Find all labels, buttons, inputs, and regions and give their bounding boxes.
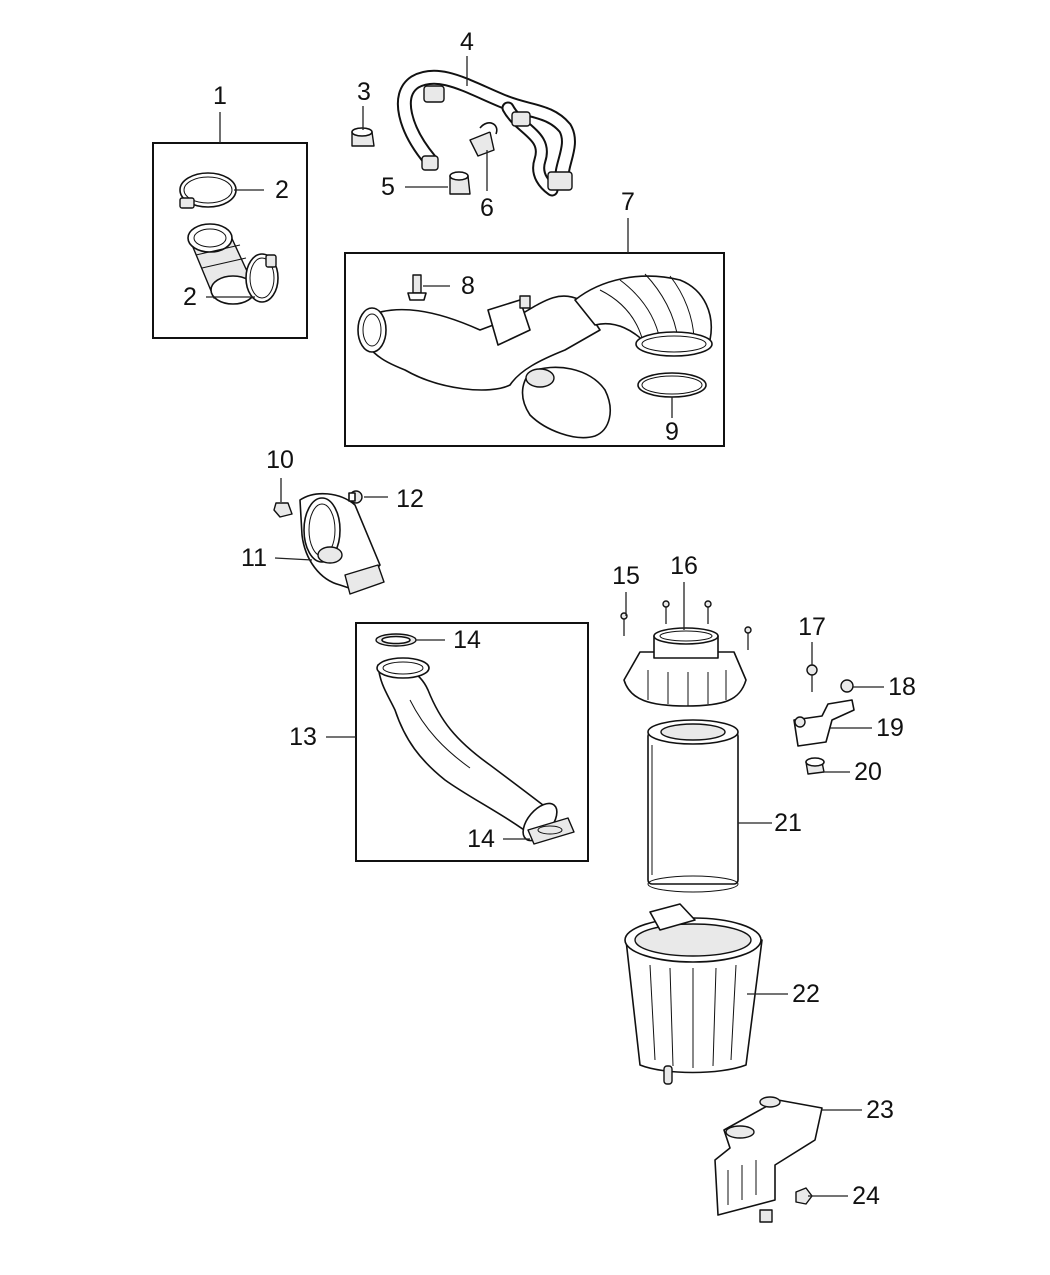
callout-16: 16 [670, 552, 698, 580]
part-2-clamp-upper [179, 172, 237, 209]
part-15-screws [620, 600, 752, 650]
callout-1: 1 [213, 82, 227, 110]
part-22-air-cleaner-housing [624, 903, 763, 1085]
part-5-cap [449, 171, 471, 195]
part-14-seal-lower [527, 817, 575, 845]
callout-7: 7 [621, 188, 635, 216]
callout-11: 11 [241, 544, 267, 572]
part-10-nut [273, 502, 293, 518]
callout-14b: 14 [467, 825, 495, 853]
group-frame-7 [344, 252, 725, 447]
part-12-push-pin [348, 490, 363, 504]
callout-2a: 2 [275, 176, 289, 204]
part-3-cap [351, 127, 375, 147]
part-7-air-inlet-duct [357, 273, 713, 439]
callout-17: 17 [798, 613, 826, 641]
callout-8: 8 [461, 272, 475, 300]
part-6-clip [469, 122, 498, 157]
callout-9: 9 [665, 418, 679, 446]
callout-10: 10 [266, 446, 294, 474]
part-19-bracket [793, 699, 855, 747]
leader-line-11 [274, 557, 313, 561]
part-18-fastener [840, 679, 854, 693]
callout-14a: 14 [453, 626, 481, 654]
part-4-vent-hose [396, 69, 576, 197]
part-11-duct-adapter [299, 492, 385, 595]
callout-13: 13 [289, 723, 317, 751]
part-20-grommet [805, 757, 825, 775]
part-16-air-cleaner-cover [623, 627, 747, 707]
group-frame-13 [355, 622, 589, 862]
callout-5: 5 [381, 173, 395, 201]
callout-24: 24 [852, 1182, 880, 1210]
part-14-seal-upper [375, 633, 417, 647]
callout-2b: 2 [183, 283, 197, 311]
callout-19: 19 [876, 714, 904, 742]
callout-22: 22 [792, 980, 820, 1008]
callout-3: 3 [357, 78, 371, 106]
part-9-clamp [637, 372, 707, 398]
part-23-support-bracket [714, 1096, 823, 1223]
callout-6: 6 [480, 194, 494, 222]
part-21-air-filter [647, 719, 739, 893]
callout-15: 15 [612, 562, 640, 590]
part-24-nut [795, 1187, 813, 1205]
part-8-sensor-stud [407, 274, 427, 301]
part-17-bolt [806, 664, 818, 692]
callout-20: 20 [854, 758, 882, 786]
part-1-hose-coupler [187, 223, 256, 305]
callout-4: 4 [460, 28, 474, 56]
callout-23: 23 [866, 1096, 894, 1124]
callout-21: 21 [774, 809, 802, 837]
part-13-air-duct [376, 657, 558, 842]
part-2-clamp-lower [245, 253, 279, 303]
group-frame-1 [152, 142, 308, 339]
callout-12: 12 [396, 485, 424, 513]
callout-18: 18 [888, 673, 916, 701]
